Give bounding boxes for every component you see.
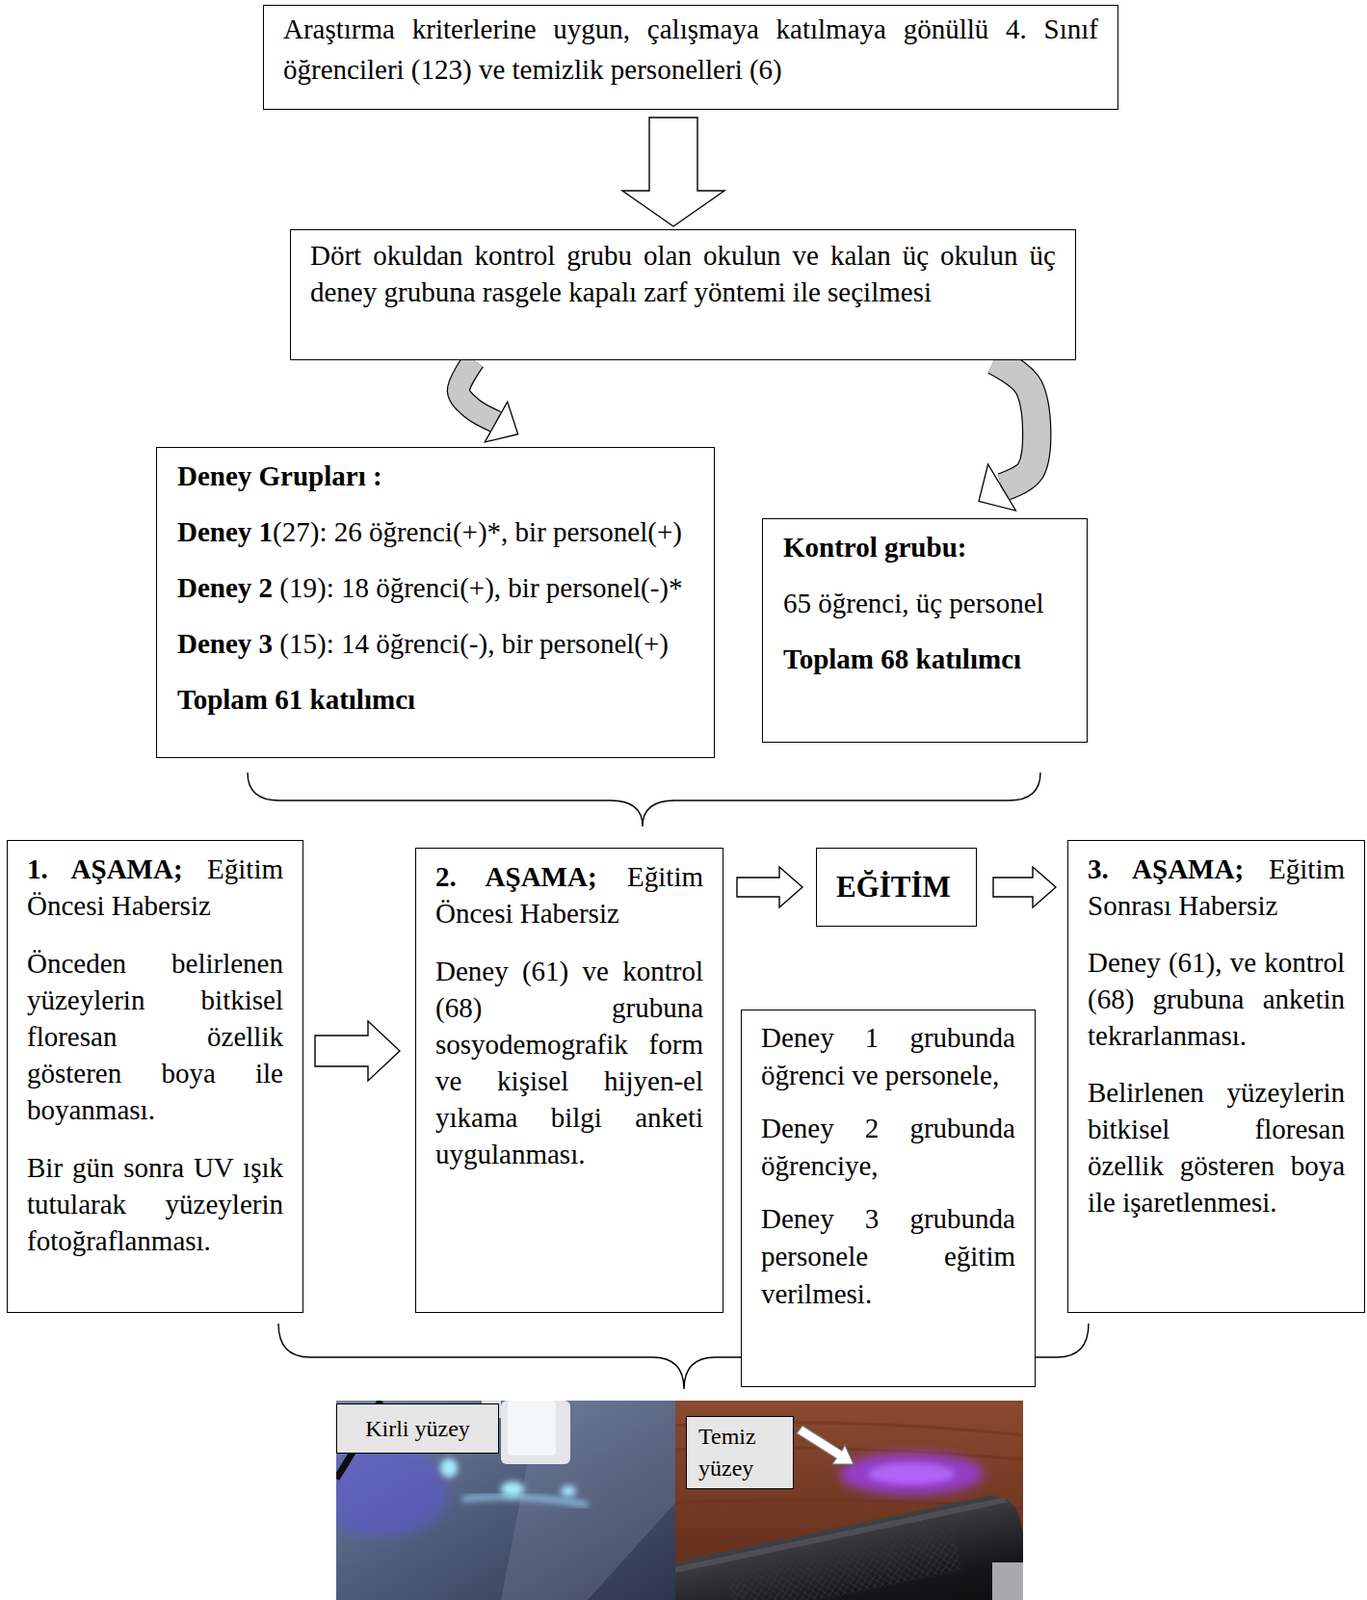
curved-arrow-outline [458,360,497,422]
curved-arrow-body [994,360,1037,488]
group-box: Deney Grupları :Deney 1(27): 26 öğrenci(… [156,446,715,759]
node-text: Deney Grupları : [177,447,383,504]
block-arrow [993,867,1056,908]
group-box: Kontrol grubu:65 öğrenci, üç personelTop… [762,518,1088,743]
node-body-text: 65 öğrenci, üç personel [783,575,1045,631]
clean-surface-photo [675,1490,1024,1600]
node-text: 2. AŞAMA; Eğitim Öncesi Habersiz [435,858,704,932]
brace-bracket [247,772,1089,1390]
dirty-surface-photo [507,1400,556,1456]
bold-run: 1. AŞAMA; [26,853,184,885]
node-body-text: Bir gün sonra UV ışık tutularak yüzeyler… [26,1149,284,1260]
bold-run: Deney 1 [177,516,273,548]
node-body-text: Deney 3 (15): 14 öğrenci(-), bir persone… [177,615,669,672]
bold-run: Deney 2 [177,572,273,604]
node-text: EĞİTİM [836,868,951,906]
block-arrow-shape [315,1021,400,1081]
curved-arrow-body [458,360,497,422]
note-box: Deney 1 grubunda öğrenci ve personele, De… [740,1009,1036,1388]
node-body-text: Deney 2 grubunda öğrenciye, [761,1109,1016,1185]
node-body-text: Belirlenen yüzeylerin bitkisel floresan … [1087,1074,1345,1221]
bold-run: Deney 3 [177,628,273,659]
dirty-surface-photo [500,1400,571,1465]
block-arrow [736,867,803,908]
arrow-head [484,401,518,443]
node-body-text: Toplam 68 katılımcı [783,630,1022,687]
node-body-text: Önceden belirlenen yüzeylerin bitkisel f… [26,945,284,1129]
process-box: Dört okuldan kontrol grubu olan okulun v… [289,229,1077,361]
clean-surface-photo [675,1490,1024,1600]
block-arrow [315,1021,400,1081]
curved-arrow-outline [994,360,1037,488]
block-arrow-shape [736,867,803,908]
photo-label: Kirli yüzey [336,1403,500,1454]
dirty-surface-photo [440,1458,458,1478]
node-text: 3. AŞAMA; Eğitim Sonrası Habersiz [1087,850,1345,924]
node-text: 1. AŞAMA; Eğitim Öncesi Habersiz [26,850,284,924]
brace-bracket [247,772,1041,827]
bold-run: 2. AŞAMA; [435,861,598,893]
curved-arrow [458,360,519,443]
node-text: Araştırma kriterlerine uygun, çalışmaya … [283,8,1099,90]
clean-surface-photo [675,1400,1024,1600]
clean-surface-photo [992,1562,1024,1600]
clean-surface-photo [675,1497,1007,1576]
dirty-surface-photo [462,1497,588,1505]
clean-surface-photo [867,1463,955,1485]
node-text: Kontrol grubu: [783,519,967,576]
node-body-text: Deney 3 grubunda personele eğitim verilm… [761,1200,1016,1314]
node-body-text: Deney (61), ve kontrol (68) grubuna anke… [1087,944,1345,1054]
block-arrow [622,117,725,227]
node-text: Dört okuldan kontrol grubu olan okulun v… [310,236,1056,311]
dirty-surface-photo [560,1485,577,1498]
node-body-text: Deney 1(27): 26 öğrenci(+)*, bir persone… [177,503,683,560]
node-text: Temiz yüzey [698,1420,786,1485]
dirty-surface-photo [336,1400,676,1600]
bold-run: 3. AŞAMA; [1087,853,1244,885]
node-text: Kirli yüzey [365,1414,471,1444]
photo-label: Temiz yüzey [685,1416,794,1490]
node-text: Deney 1 grubunda öğrenci ve personele, [761,1019,1016,1095]
node-body-text: Deney 2 (19): 18 öğrenci(+), bir persone… [177,559,684,616]
curved-arrow [978,360,1037,511]
pointer-arrow [796,1425,854,1465]
clean-surface-photo [723,1513,962,1600]
dirty-surface-photo [336,1445,448,1538]
block-arrow-shape [993,867,1056,908]
block-arrow-shape [622,117,725,227]
stage-box: 1. AŞAMA; Eğitim Öncesi HabersizÖnceden … [6,840,304,1314]
node-body-text: Deney (61) ve kontrol (68) grubuna sosyo… [435,952,704,1173]
stage-box: 2. AŞAMA; Eğitim Öncesi HabersizDeney (6… [415,847,724,1314]
node-body-text: Toplam 61 katılımcı [177,671,416,728]
clean-surface-photo [839,1452,984,1496]
stage-box: 3. AŞAMA; Eğitim Sonrası HabersizDeney (… [1067,840,1366,1314]
arrow-head [978,464,1016,511]
process-box: Araştırma kriterlerine uygun, çalışmaya … [262,4,1119,110]
training-box: EĞİTİM [815,847,977,927]
